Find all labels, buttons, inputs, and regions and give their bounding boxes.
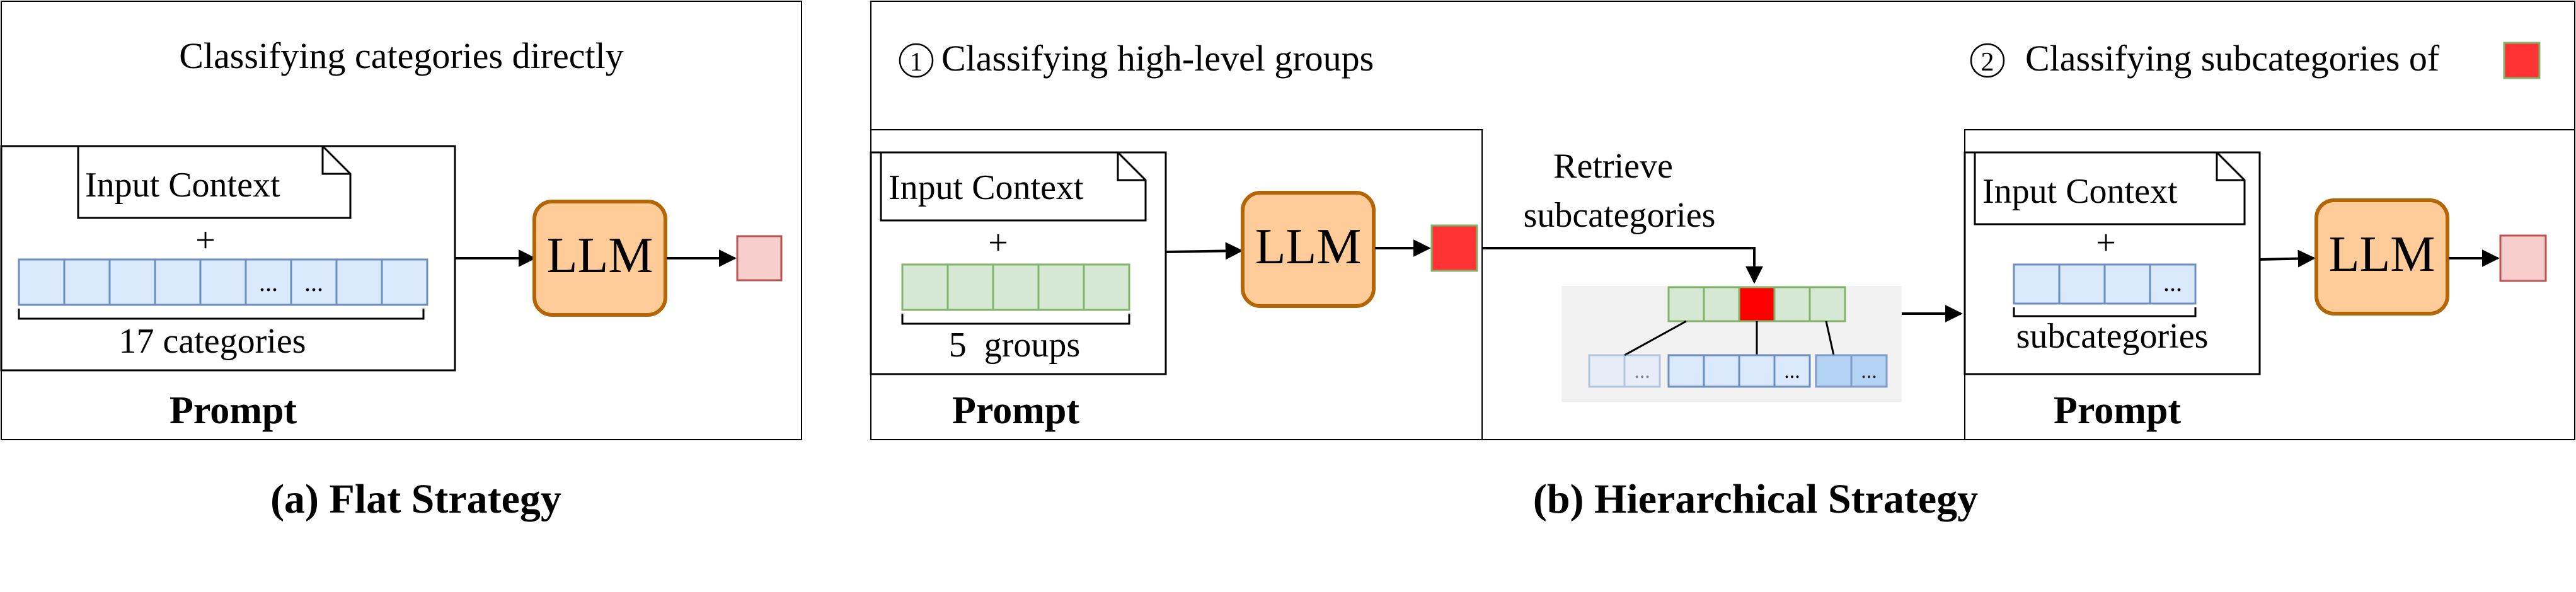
stage2-input-context-document bbox=[1974, 151, 2246, 225]
stage1-llm-label: LLM bbox=[1255, 219, 1362, 275]
flat-heading: Classifying categories directly bbox=[179, 35, 623, 76]
flat-llm-label: LLM bbox=[547, 228, 653, 283]
category-ellipsis: ... bbox=[259, 268, 278, 297]
tree-subcategory-cell bbox=[1588, 354, 1626, 388]
hier-caption: (b) Hierarchical Strategy bbox=[1533, 476, 1978, 522]
subcategory-ellipsis: ... bbox=[2163, 268, 2182, 297]
tree-subcategory-cell bbox=[1623, 354, 1661, 388]
tree-edge bbox=[1624, 320, 1687, 356]
tree-subcategory-cell bbox=[1738, 354, 1776, 388]
flat-prompt-label: Prompt bbox=[170, 389, 297, 432]
stage2-output-square bbox=[2499, 234, 2547, 282]
flat-strategy-panel: Classifying categories directly Input Co… bbox=[0, 1, 802, 522]
tree-subcategory-cell bbox=[1850, 354, 1888, 388]
category-cell bbox=[199, 258, 247, 306]
tree-subcategory-cell bbox=[1667, 354, 1705, 388]
subcategory-cell bbox=[2013, 263, 2061, 305]
tree-faded-subcategories: ... bbox=[1588, 354, 1661, 388]
group-cell bbox=[1037, 263, 1085, 311]
tree-selected-subcategories: ... bbox=[1667, 354, 1811, 388]
tree-subcategory-ellipsis: ... bbox=[1861, 360, 1877, 383]
stage1-prompt-label: Prompt bbox=[952, 389, 1079, 432]
category-cell bbox=[244, 258, 292, 306]
step1-heading: Classifying high-level groups bbox=[941, 38, 1374, 79]
stage2-prompt-label: Prompt bbox=[2054, 389, 2181, 432]
flat-categories-label: 17 categories bbox=[119, 322, 306, 361]
flat-output-square bbox=[736, 235, 783, 282]
tree-edge bbox=[1825, 321, 1835, 356]
retrieve-arrow bbox=[1482, 247, 1763, 284]
step2-number: 2 bbox=[1981, 48, 1994, 77]
stage1-plus-sign: + bbox=[988, 224, 1008, 263]
retrieve-label-line1: Retrieve bbox=[1553, 147, 1673, 186]
flat-llm-box bbox=[532, 200, 667, 317]
stage1-input-context-label: Input Context bbox=[888, 168, 1084, 207]
stage2-llm-box bbox=[2314, 198, 2449, 316]
flat-caption: (a) Flat Strategy bbox=[270, 476, 561, 522]
stage2-llm-label: LLM bbox=[2329, 227, 2435, 282]
stage1-arrow-to-llm bbox=[1165, 242, 1243, 260]
subcategory-cell bbox=[2103, 263, 2151, 305]
subcategory-strip: ... bbox=[2013, 263, 2197, 305]
stage1-output-square bbox=[1430, 224, 1478, 272]
category-cell bbox=[335, 258, 383, 306]
category-cell bbox=[381, 258, 428, 306]
stage2-document-fold bbox=[2216, 152, 2245, 181]
tree-group-cell bbox=[1667, 286, 1705, 322]
flat-input-context-document bbox=[77, 145, 352, 219]
tree-subcategory-cell bbox=[1773, 354, 1811, 388]
tree-selected-group-cell bbox=[1738, 286, 1776, 322]
subcategory-cell bbox=[2058, 263, 2106, 305]
stage1-llm-box bbox=[1241, 191, 1376, 308]
flat-category-bracket bbox=[18, 309, 425, 320]
flat-plus-sign: + bbox=[195, 221, 216, 260]
tree-other-subcategories: ... bbox=[1815, 354, 1888, 388]
flat-input-context-label: Input Context bbox=[85, 166, 280, 205]
step2-selected-group-square bbox=[2503, 42, 2541, 79]
group-cell bbox=[901, 263, 949, 311]
group-cell bbox=[1083, 263, 1130, 311]
category-cell bbox=[63, 258, 111, 306]
hierarchical-strategy-panel: 1 Classifying high-level groups 2 Classi… bbox=[870, 1, 2575, 522]
tree-group-cell bbox=[1773, 286, 1811, 322]
tree-subcategory-cell bbox=[1703, 354, 1740, 388]
stage2-plus-sign: + bbox=[2096, 224, 2116, 263]
stage2-input-context-label: Input Context bbox=[1982, 172, 2178, 211]
step2-heading: Classifying subcategories of bbox=[2025, 38, 2440, 79]
tree-subcategory-cell bbox=[1815, 354, 1853, 388]
tree-subcategory-ellipsis: ... bbox=[1784, 360, 1800, 383]
tree-group-cell bbox=[1808, 286, 1846, 322]
flat-category-strip: ... ... bbox=[18, 258, 428, 306]
step1-number-circle bbox=[899, 43, 934, 78]
stage1-input-context-document bbox=[880, 151, 1147, 222]
step1-number: 1 bbox=[910, 48, 923, 77]
category-hierarchy-tree: ... ... ... bbox=[1561, 286, 1902, 402]
stage2-arrow-to-llm bbox=[2259, 249, 2316, 268]
group-bracket bbox=[901, 314, 1130, 325]
category-cell bbox=[18, 258, 66, 306]
retrieve-label-line2: subcategories bbox=[1524, 196, 1716, 235]
stage1-document-fold bbox=[1117, 152, 1146, 181]
category-cell bbox=[154, 258, 202, 306]
category-cell bbox=[108, 258, 156, 306]
subcategory-bracket bbox=[2013, 307, 2197, 317]
step2-number-circle bbox=[1970, 43, 2005, 78]
tree-group-cell bbox=[1703, 286, 1740, 322]
tree-subcategory-ellipsis: ... bbox=[1634, 360, 1650, 383]
group-strip bbox=[901, 263, 1130, 311]
group-cell bbox=[992, 263, 1040, 311]
subcategory-cell bbox=[2149, 263, 2197, 305]
group-cell bbox=[946, 263, 994, 311]
flat-document-fold bbox=[321, 146, 350, 175]
groups-label: 5 groups bbox=[949, 326, 1080, 365]
subcategories-label: subcategories bbox=[2016, 317, 2209, 356]
category-ellipsis: ... bbox=[304, 268, 323, 297]
